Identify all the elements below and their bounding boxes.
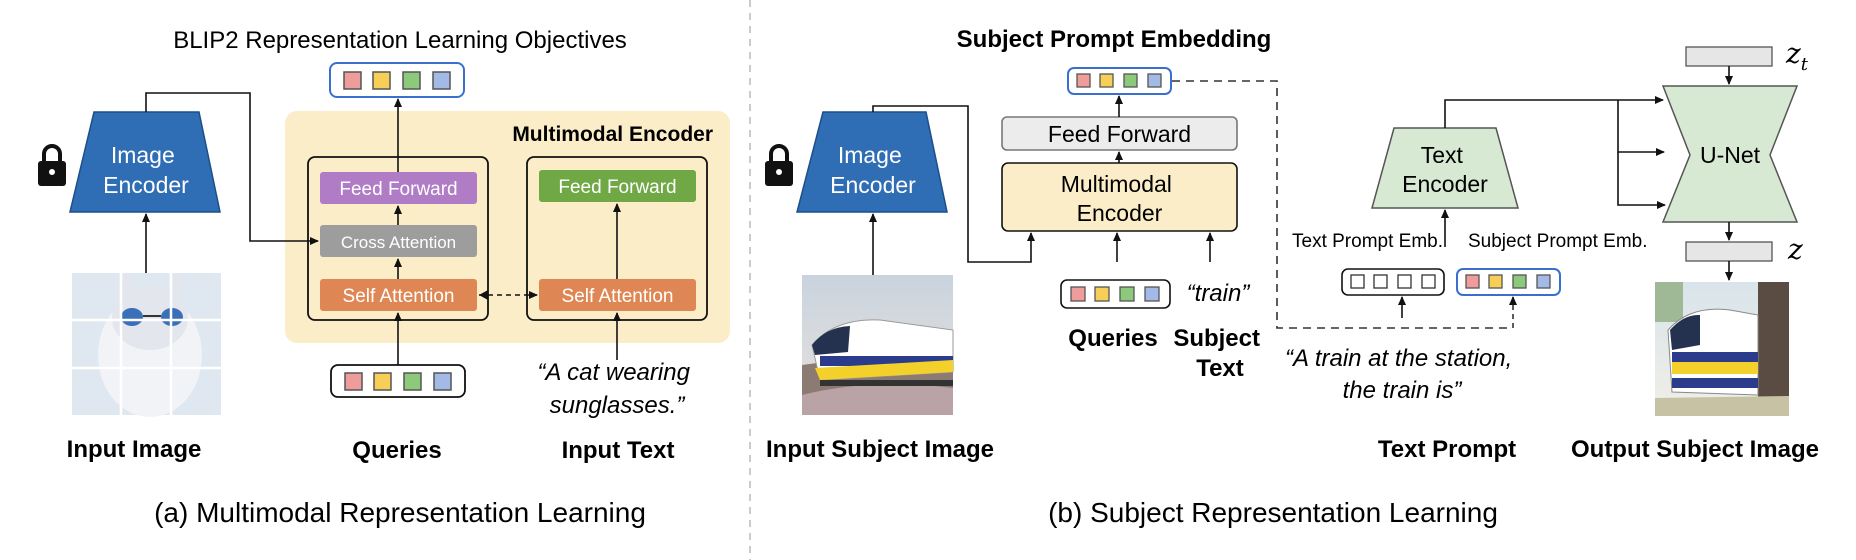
lock-icon xyxy=(38,144,66,186)
feed-forward-label: Feed Forward xyxy=(1048,121,1191,147)
subject-prompt-embedding-title: Subject Prompt Embedding xyxy=(957,26,1272,53)
query-token-blue xyxy=(1144,286,1160,302)
input-text-quote: “A cat wearing sunglasses.” xyxy=(537,359,696,419)
lock-icon xyxy=(765,144,793,186)
image-encoder-left-label: Image Encoder xyxy=(103,142,189,198)
query-token-blue xyxy=(1536,274,1551,289)
self-attention-left-label: Self Attention xyxy=(343,286,455,307)
feed-forward-left xyxy=(320,172,477,204)
subject-prompt-tokens xyxy=(1456,268,1561,296)
left-title: BLIP2 Representation Learning Objectives xyxy=(173,27,627,54)
arrow xyxy=(1617,100,1665,156)
text-encoder xyxy=(1371,127,1519,209)
query-token-red xyxy=(1070,286,1086,302)
image-encoder-right-label: Image Encoder xyxy=(830,142,916,198)
query-token-green xyxy=(1123,73,1138,88)
zt-label: zt xyxy=(1785,37,1809,75)
train-station-photo xyxy=(1655,282,1789,416)
multimodal-encoder-label: Multimodal Encoder xyxy=(512,123,713,146)
queries-input-left xyxy=(330,364,466,398)
query-token-green xyxy=(403,372,422,391)
feed-forward-right xyxy=(539,170,696,202)
latent-z xyxy=(1685,241,1773,262)
caption-a: (a) Multimodal Representation Learning xyxy=(154,497,646,528)
train-quote: “train” xyxy=(1187,280,1251,307)
cat-photo xyxy=(72,272,221,417)
query-token-red xyxy=(1076,73,1091,88)
multimodal-encoder-label: Multimodal Encoder xyxy=(1061,171,1179,226)
self-attention-right-label: Self Attention xyxy=(562,286,674,307)
query-token-red xyxy=(344,372,363,391)
self-attention-left xyxy=(320,279,477,311)
arrow xyxy=(1444,96,1664,128)
subject-embedding-dashed-route xyxy=(1172,80,1513,329)
label-input-image: Input Image xyxy=(67,436,202,463)
queries-input-right xyxy=(1060,279,1171,309)
cross-attention xyxy=(320,225,477,257)
feed-forward-left-label: Feed Forward xyxy=(339,179,457,200)
feed-forward-right-label: Feed Forward xyxy=(558,177,676,198)
cross-attention-label: Cross Attention xyxy=(341,233,456,252)
query-token-yellow xyxy=(1099,73,1114,88)
label-input-text: Input Text xyxy=(562,437,675,464)
unet-label: U-Net xyxy=(1700,142,1761,168)
subject-prompt-embedding-tokens xyxy=(1067,67,1172,95)
arrow xyxy=(872,105,1035,263)
query-token-yellow xyxy=(1094,286,1110,302)
caption-b: (b) Subject Representation Learning xyxy=(1048,497,1498,528)
query-token-green xyxy=(402,71,421,90)
query-token-blue xyxy=(433,372,452,391)
label-queries-left: Queries xyxy=(352,437,441,464)
arrow xyxy=(145,92,319,245)
unet xyxy=(1661,85,1799,223)
text-encoder-label: Text Encoder xyxy=(1402,142,1488,197)
query-token-red xyxy=(1465,274,1480,289)
query-token-blue xyxy=(432,71,451,90)
query-token-yellow xyxy=(372,71,391,90)
label-subject-text: Subject Text xyxy=(1173,325,1266,382)
query-token-green xyxy=(1512,274,1527,289)
query-token-red xyxy=(343,71,362,90)
query-token-yellow xyxy=(373,372,392,391)
text-prompt-emb-label: Text Prompt Emb. xyxy=(1292,231,1443,252)
self-attention-right xyxy=(539,279,696,311)
query-token-blue xyxy=(1147,73,1162,88)
z-label: z xyxy=(1787,233,1803,266)
text-prompt-tokens xyxy=(1341,268,1445,296)
train-photo xyxy=(802,275,954,415)
label-queries-right: Queries xyxy=(1068,325,1157,352)
latent-zt xyxy=(1685,46,1773,67)
text-prompt-quote: “A train at the station, the train is” xyxy=(1285,345,1519,404)
image-encoder-right xyxy=(796,111,948,213)
query-token-green xyxy=(1119,286,1135,302)
query-output-top xyxy=(329,62,465,98)
image-encoder-left xyxy=(69,111,221,213)
label-input-subject-image: Input Subject Image xyxy=(766,436,994,463)
arrow xyxy=(1617,152,1666,209)
subject-prompt-emb-label: Subject Prompt Emb. xyxy=(1468,231,1648,252)
label-text-prompt: Text Prompt xyxy=(1378,436,1516,463)
label-output-subject-image: Output Subject Image xyxy=(1571,436,1819,463)
query-token-yellow xyxy=(1488,274,1503,289)
